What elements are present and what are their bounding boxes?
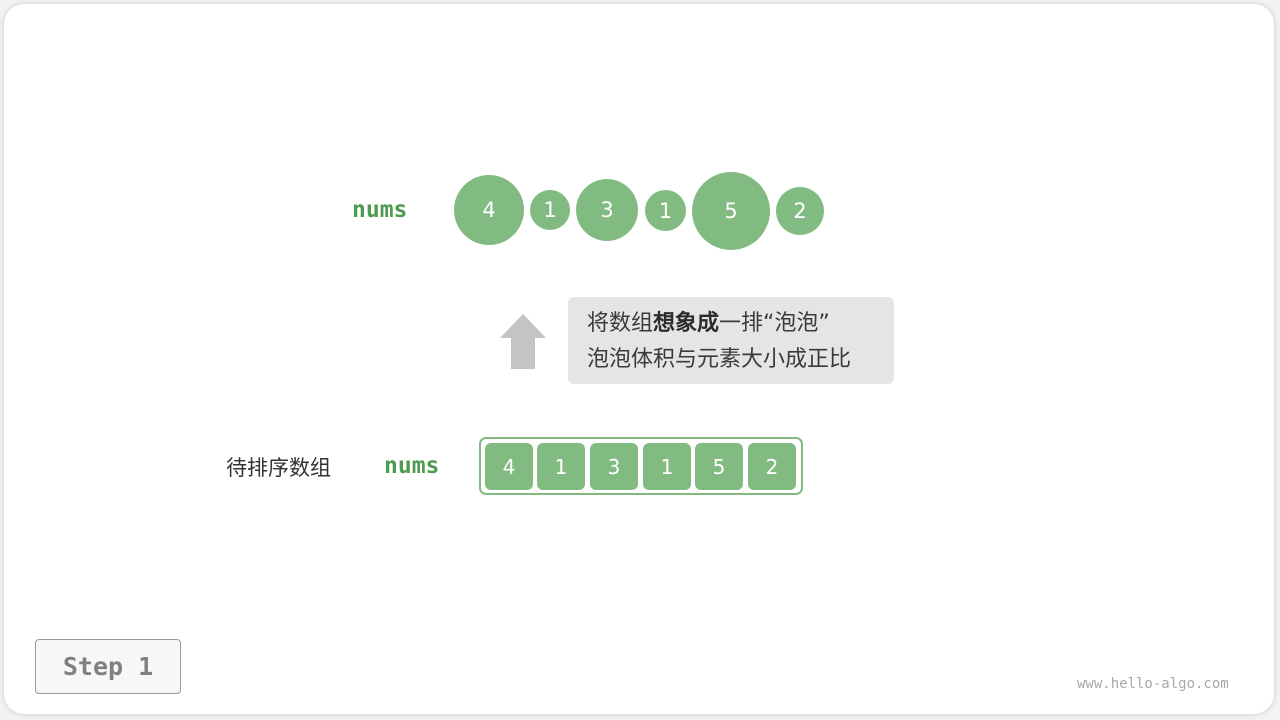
explanation-note: 将数组想象成一排“泡泡” 泡泡体积与元素大小成正比 [568,297,894,384]
array-label: nums [384,453,440,479]
note-line-2: 泡泡体积与元素大小成正比 [587,347,852,372]
bubble-value: 3 [600,198,614,222]
bubble: 2 [776,187,824,235]
note-emphasis: 想象成 [653,311,720,336]
bubble-value: 5 [724,199,738,223]
note-line-1: 将数组想象成一排“泡泡” [587,306,894,342]
bubble: 3 [576,179,638,241]
bubble-value: 1 [543,198,557,222]
bubbles-label: nums [352,197,408,223]
array-description: 待排序数组 [226,456,331,480]
array-cell: 5 [695,443,743,490]
array-cell: 3 [590,443,638,490]
note-text: 一排“泡泡” [719,311,830,336]
note-text: 将数组 [587,311,654,336]
bubble: 5 [692,172,770,250]
arrow-up-icon [500,314,546,369]
array-cell: 1 [643,443,691,490]
bubble-value: 4 [482,198,496,222]
bubble: 4 [454,175,524,245]
array-cell: 2 [748,443,796,490]
bubble: 1 [530,190,570,230]
array-container: 4 1 3 1 5 2 [479,437,803,495]
watermark: www.hello-algo.com [1077,676,1229,692]
array-cell: 4 [485,443,533,490]
bubble: 1 [645,190,686,231]
array-cell: 1 [537,443,585,490]
step-indicator: Step 1 [35,639,181,694]
bubble-value: 1 [658,198,673,223]
bubble-value: 2 [793,199,807,223]
